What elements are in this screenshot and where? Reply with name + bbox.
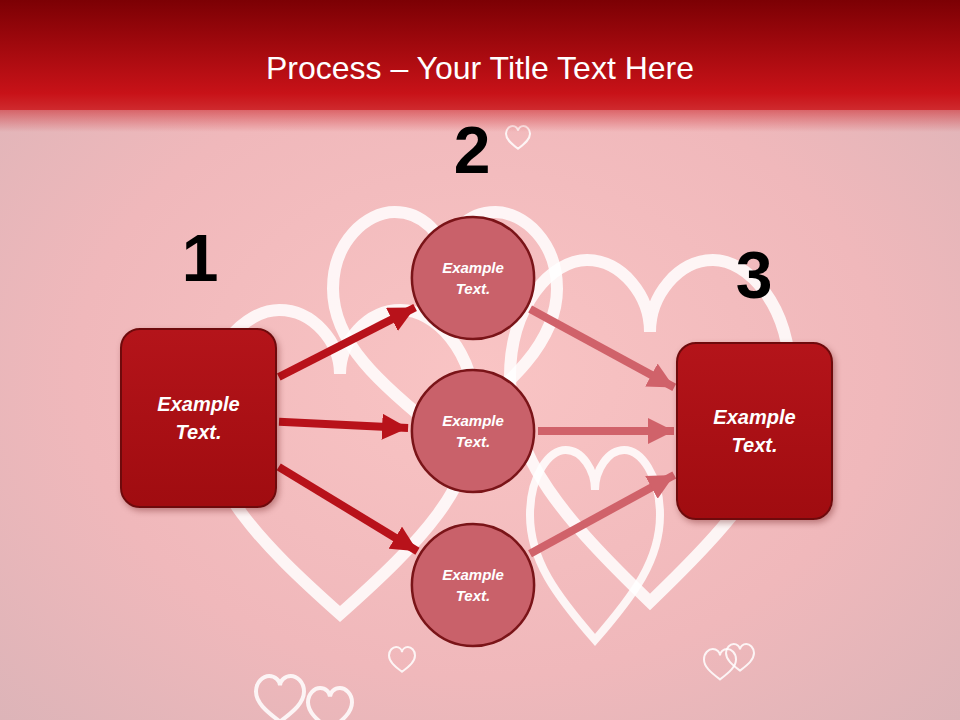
node-label: Example Text. bbox=[432, 564, 514, 606]
node-content: Example Text. bbox=[678, 344, 831, 518]
step-number: 3 bbox=[736, 242, 773, 308]
flow-arrow bbox=[279, 308, 415, 378]
title-bar bbox=[0, 0, 960, 110]
small-heart bbox=[389, 647, 415, 672]
circle-shape bbox=[412, 217, 534, 339]
node-content: Example Text. bbox=[410, 215, 536, 341]
small-heart bbox=[256, 676, 304, 720]
circle-outline bbox=[410, 215, 536, 341]
process-box: Example Text. bbox=[120, 328, 277, 508]
node-label: Example Text. bbox=[432, 410, 514, 452]
small-heart bbox=[726, 644, 754, 671]
circle-shape bbox=[412, 370, 534, 492]
flow-arrow bbox=[279, 467, 418, 551]
flow-arrow bbox=[530, 475, 674, 554]
process-circle: Example Text. bbox=[410, 368, 536, 494]
small-heart bbox=[308, 688, 352, 720]
flow-arrow bbox=[530, 309, 674, 387]
node-content: Example Text. bbox=[410, 522, 536, 648]
node-label: Example Text. bbox=[695, 403, 815, 459]
circle-outline bbox=[410, 368, 536, 494]
process-circle: Example Text. bbox=[410, 522, 536, 648]
node-label: Example Text. bbox=[139, 390, 259, 446]
node-label: Example Text. bbox=[432, 257, 514, 299]
flow-arrow bbox=[538, 427, 674, 435]
process-box: Example Text. bbox=[676, 342, 833, 520]
node-content: Example Text. bbox=[410, 368, 536, 494]
title: Process – Your Title Text Here bbox=[0, 50, 960, 87]
process-circle: Example Text. bbox=[410, 215, 536, 341]
step-number: 2 bbox=[454, 117, 491, 183]
node-content: Example Text. bbox=[122, 330, 275, 506]
circle-outline bbox=[410, 522, 536, 648]
flow-arrow bbox=[279, 422, 408, 428]
circle-shape bbox=[412, 524, 534, 646]
step-number: 1 bbox=[182, 225, 219, 291]
